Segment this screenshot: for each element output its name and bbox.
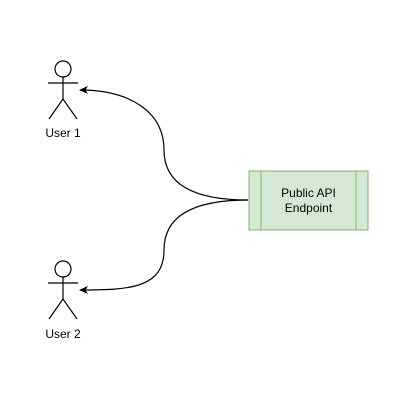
connector-to-user-2[interactable] xyxy=(79,199,249,294)
actor-user-2[interactable] xyxy=(48,260,78,320)
actor-left-leg xyxy=(48,98,64,120)
actor-user-1[interactable] xyxy=(48,60,78,120)
actor-right-leg xyxy=(62,98,78,120)
process-box xyxy=(248,170,369,231)
connector-to-user-1[interactable] xyxy=(79,86,249,201)
actor-label-user-1: User 1 xyxy=(45,126,81,140)
actor-head xyxy=(54,60,72,78)
actor-label-user-2: User 2 xyxy=(45,327,81,341)
actor-head xyxy=(54,260,72,278)
actor-right-leg xyxy=(62,298,78,320)
actor-left-leg xyxy=(48,298,64,320)
process-public-api-endpoint[interactable] xyxy=(248,170,369,231)
